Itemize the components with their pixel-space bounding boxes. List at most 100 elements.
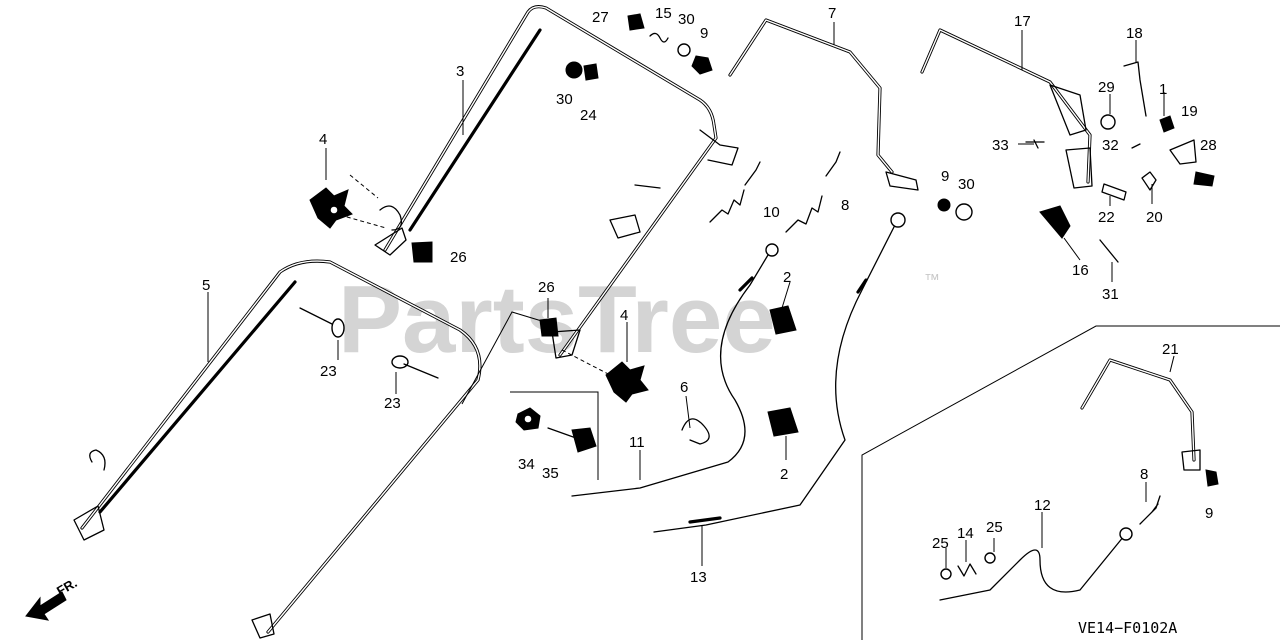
callout-4: 4 [319,131,327,148]
callout-3: 3 [456,63,464,80]
upper-handle-part[interactable] [374,5,739,359]
pin-part[interactable] [1025,139,1045,149]
bracket-part[interactable] [1123,61,1147,117]
assembly-guide-line [349,174,379,199]
callout-6: 6 [680,379,688,396]
nut-part[interactable] [691,55,713,75]
callout-28: 28 [1200,137,1217,154]
front-direction-indicator: FR. [25,575,80,621]
callout-23: 23 [320,363,337,380]
callout-9: 9 [941,168,949,185]
callout-18: 18 [1126,25,1143,42]
callout-25: 25 [932,535,949,552]
knob-part[interactable] [309,187,353,229]
bolt-part[interactable] [1101,183,1127,201]
callout-2: 2 [780,466,788,483]
callout-15: 15 [655,5,672,22]
diagram-code: VE14−F0102A [1078,619,1177,637]
nut-part[interactable] [1159,115,1175,133]
callout-7: 7 [828,5,836,22]
nut-part[interactable] [1205,469,1219,487]
callout-24: 24 [580,107,597,124]
cable-clip-part[interactable] [681,418,710,445]
spring-part[interactable] [957,563,977,577]
washer-part[interactable] [955,203,973,221]
spring-part[interactable] [709,161,761,223]
callout-11: 11 [629,434,645,451]
cable-clip-part[interactable] [767,407,799,437]
callout-25: 25 [986,519,1003,536]
callout-31: 31 [1102,286,1119,303]
control-rod-part[interactable] [728,18,919,191]
callout-16: 16 [1072,262,1089,279]
spring-part[interactable] [1139,495,1161,525]
spring-pin-part[interactable] [1099,239,1119,263]
front-arrow-icon [25,591,67,621]
callout-26: 26 [450,249,467,266]
callout-5: 5 [202,277,210,294]
callout-20: 20 [1146,209,1163,226]
bolt-part[interactable] [583,63,599,81]
inset-cable-part[interactable] [939,527,1133,601]
callout-35: 35 [542,465,559,482]
collar-part[interactable] [627,13,645,31]
nut-part[interactable] [937,198,951,212]
assembly-guide-line [561,349,613,377]
callout-30: 30 [958,176,975,193]
bolt-part[interactable] [391,355,439,379]
bolt-part[interactable] [1193,171,1215,187]
control-cable-part[interactable] [653,212,906,533]
knob-part[interactable] [605,361,649,403]
bolt-part[interactable] [299,307,345,338]
spring-part[interactable] [785,151,841,233]
lower-handle-part[interactable] [73,259,482,639]
clip-part[interactable] [411,241,433,263]
callout-23: 23 [384,395,401,412]
washer-part[interactable] [1100,114,1116,130]
callout-9: 9 [700,25,708,42]
collar-part[interactable] [1141,171,1157,191]
callout-29: 29 [1098,79,1115,96]
washer-part[interactable] [940,568,952,580]
callout-12: 12 [1034,497,1051,514]
callout-17: 17 [1014,13,1031,30]
callout-33: 33 [992,137,1009,154]
assembly-guide-line [461,311,546,405]
callout-4: 4 [620,307,628,324]
assembly-guide-line [339,214,387,229]
callout-22: 22 [1098,209,1115,226]
washer-part[interactable] [677,43,691,57]
bolt-part[interactable] [547,427,597,453]
callout-2: 2 [783,269,791,286]
callout-30: 30 [678,11,695,28]
callout-9: 9 [1205,505,1213,522]
leader-lines [207,22,1175,568]
callout-14: 14 [957,525,974,542]
callout-27: 27 [592,9,609,26]
plate-part[interactable] [1039,205,1071,239]
pin-part[interactable] [1131,143,1141,149]
watermark-trademark: ™ [924,272,940,289]
callout-8: 8 [1140,466,1148,483]
nut-part[interactable] [515,407,541,431]
bracket-part[interactable] [1169,139,1197,165]
inset-divider [861,325,1280,640]
throttle-cable-part[interactable] [571,243,779,497]
washer-part[interactable] [984,552,996,564]
callout-26: 26 [538,279,555,296]
control-lever-part[interactable] [920,28,1093,189]
callout-34: 34 [518,456,535,473]
watermark-text: PartsTree [338,266,776,373]
callout-labels: 1 2 2 3 4 4 5 6 7 8 8 9 9 9 10 11 12 13 … [202,5,1217,586]
callout-19: 19 [1181,103,1198,120]
clip-part[interactable] [539,317,559,337]
spring-part[interactable] [649,32,669,43]
callout-8: 8 [841,197,849,214]
callout-1: 1 [1159,81,1167,98]
inset-lever-part[interactable] [1080,358,1201,471]
callout-13: 13 [690,569,707,586]
washer-part[interactable] [565,61,583,79]
callout-30: 30 [556,91,573,108]
callout-32: 32 [1102,137,1119,154]
